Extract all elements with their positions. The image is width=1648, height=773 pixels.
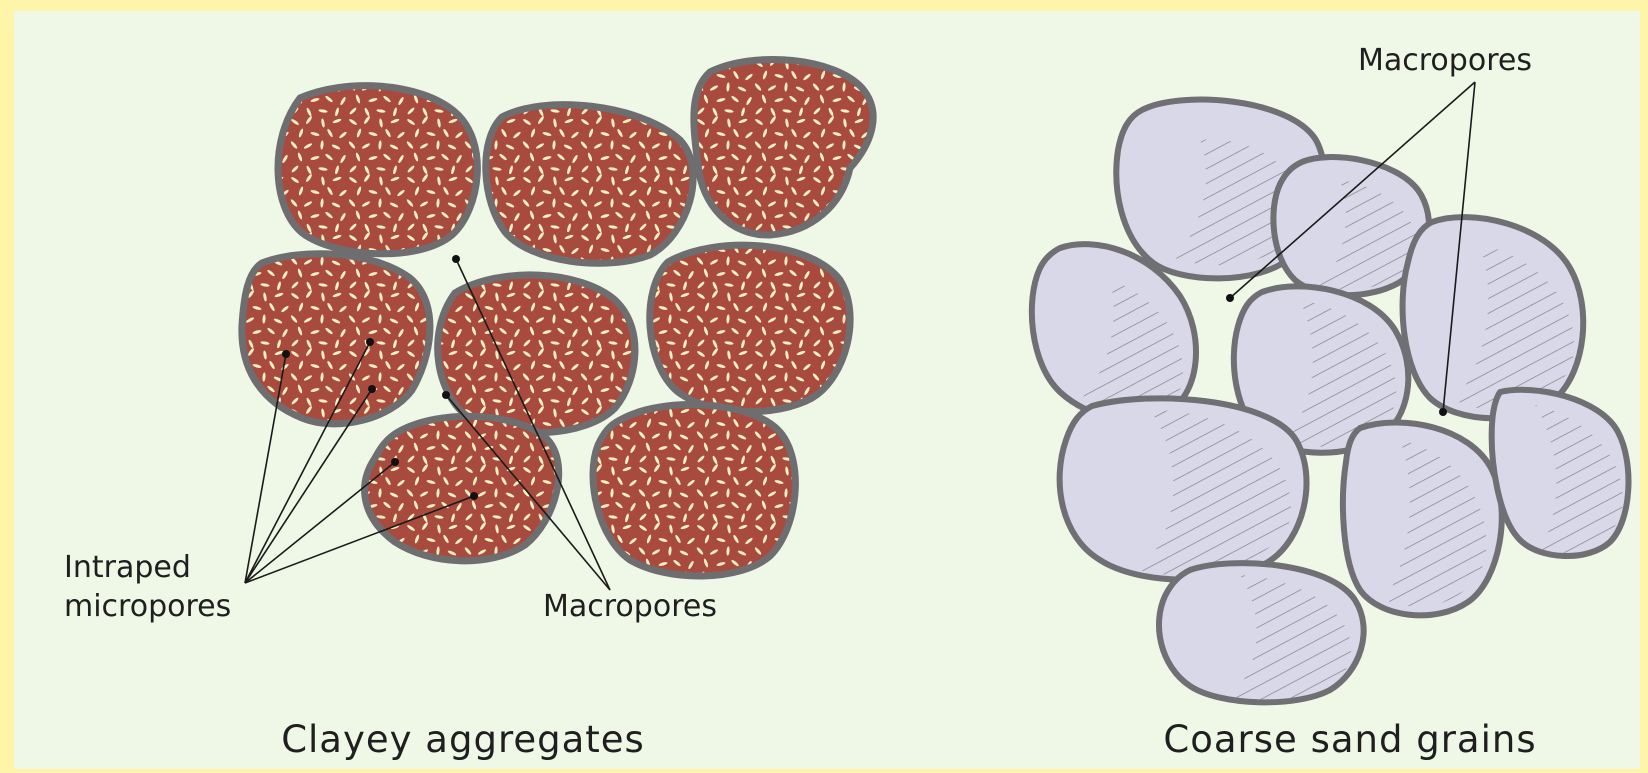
micropore-dot	[391, 458, 399, 466]
aggregate	[278, 86, 477, 254]
aggregate	[650, 245, 850, 412]
caption-clayey-aggregates: Clayey aggregates	[281, 718, 645, 761]
macropore-dot	[1439, 408, 1447, 416]
macropore-dot	[452, 255, 460, 263]
sand-grain	[1159, 563, 1364, 702]
label-macropores-left: Macropores	[543, 589, 717, 624]
sand-grain	[1060, 398, 1307, 579]
aggregate	[242, 254, 430, 424]
sand-grain	[1343, 422, 1502, 615]
label-macropores-right: Macropores	[1358, 43, 1532, 78]
aggregate	[593, 405, 795, 576]
macropore-dot	[442, 391, 450, 399]
sand-grain	[1403, 217, 1584, 418]
macropore-dot	[1226, 294, 1234, 302]
micropore-dot	[366, 338, 374, 346]
aggregate	[365, 416, 559, 561]
aggregate	[438, 275, 635, 433]
micropore-dot	[470, 492, 478, 500]
sand-grain	[1492, 390, 1629, 556]
label-micropores: micropores	[64, 589, 231, 624]
micropore-dot	[368, 385, 376, 393]
aggregate	[486, 105, 693, 264]
micropore-dot	[282, 350, 290, 358]
label-intraped: Intraped	[64, 550, 191, 585]
caption-coarse-sand-grains: Coarse sand grains	[1163, 718, 1536, 761]
